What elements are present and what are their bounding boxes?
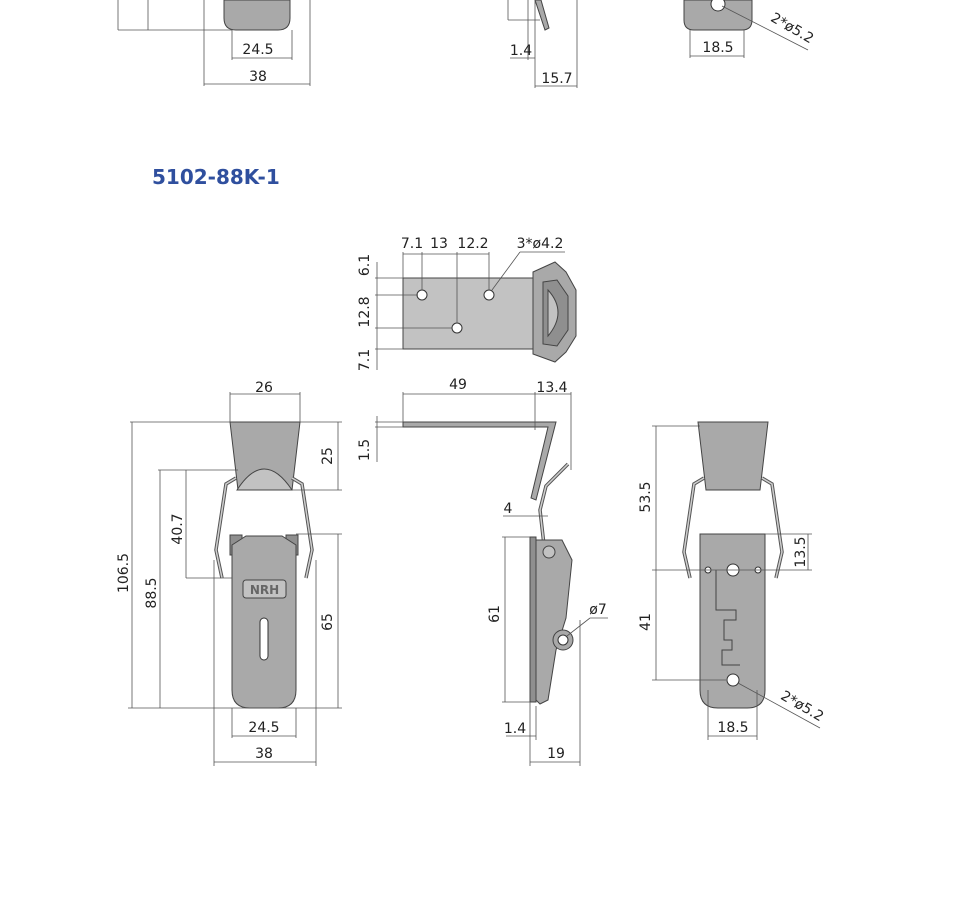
dim-label: 18.5	[702, 40, 733, 56]
dim-label: 13	[430, 236, 448, 252]
dim-label: 41	[638, 613, 654, 631]
dim-label: 12.8	[357, 296, 373, 327]
plan-view: 7.1 13 12.2 3*ø4.2 6.1 12.8 7.1	[357, 236, 577, 371]
dim-label: 38	[255, 746, 273, 762]
nrh-logo: NRH	[250, 583, 279, 597]
dim-label: 1.4	[504, 721, 526, 737]
dim-label: 2*ø5.2	[778, 688, 826, 725]
dim-label: 12.2	[457, 236, 488, 252]
back-view: 53.5 13.5 41 2*ø5.2 18.5	[638, 421, 826, 740]
dim-label: 40.7	[170, 513, 186, 544]
dim-label: 38	[249, 69, 267, 85]
dim-label: 18.5	[717, 720, 748, 736]
dim-label: 65	[320, 613, 336, 631]
dim-label: 19	[547, 746, 565, 762]
dim-label: 88.5	[144, 577, 160, 608]
part-number-title: 5102-88K-1	[152, 165, 280, 189]
dim-label: 24.5	[248, 720, 279, 736]
top-partial-front-view: 24.5 38	[117, 0, 311, 86]
dim-label: 4	[504, 501, 513, 517]
dim-label: 61	[487, 605, 503, 623]
dim-label: 3*ø4.2	[517, 236, 564, 252]
dim-label: 7.1	[357, 349, 373, 371]
dim-label: ø7	[589, 602, 606, 618]
dim-label: 24.5	[242, 42, 273, 58]
dim-label: 106.5	[116, 553, 132, 593]
front-view: NRH 26 25 40.7 106.5 88.5 65 24.5 38	[116, 380, 342, 766]
top-partial-back-view: 18.5 2*ø5.2	[683, 0, 816, 58]
side-view: 49 13.4 1.5 4 61 ø7 1.4 19	[357, 377, 608, 766]
dim-label: 53.5	[638, 481, 654, 512]
dim-label: 6.1	[357, 254, 373, 276]
dim-label: 26	[255, 380, 273, 396]
dim-label: 49	[449, 377, 467, 393]
dim-label: 7.1	[401, 236, 423, 252]
dim-label: 15.7	[541, 71, 572, 87]
dim-label: 13.5	[793, 536, 809, 567]
dim-label: 1.4	[510, 43, 532, 59]
dim-label: 13.4	[536, 380, 567, 396]
dim-label: 1.5	[357, 439, 373, 461]
top-partial-side-view: 1.4 15.7	[507, 0, 578, 88]
dim-label: 25	[320, 447, 336, 465]
